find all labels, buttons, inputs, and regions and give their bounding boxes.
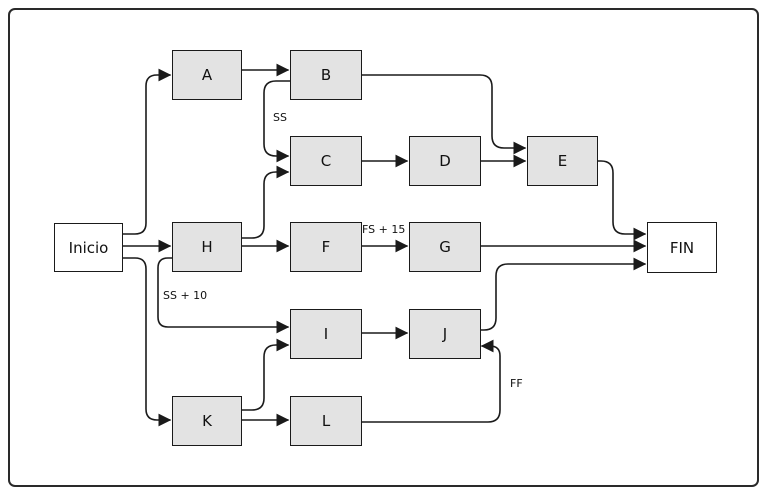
node-h: H: [172, 222, 242, 272]
label-fs-15: FS + 15: [362, 223, 406, 236]
edge-inicio-a: [121, 68, 172, 235]
edge-inicio-k: [121, 257, 172, 427]
node-a: A: [172, 50, 242, 100]
node-d: D: [409, 136, 481, 186]
edge-b-e: [360, 74, 527, 155]
node-f: F: [290, 222, 362, 272]
node-j: J: [409, 309, 481, 359]
edge-l-j-ff: [360, 339, 501, 423]
node-c: C: [290, 136, 362, 186]
edge-h-c: [240, 165, 290, 239]
node-b: B: [290, 50, 362, 100]
node-k: K: [172, 396, 242, 446]
node-l: L: [290, 396, 362, 446]
node-fin: FIN: [647, 222, 717, 273]
edge-e-fin: [596, 160, 647, 241]
label-ss-10: SS + 10: [163, 289, 208, 302]
edge-k-i: [240, 338, 290, 411]
edge-h-i-ss10: [157, 257, 290, 334]
edge-j-fin: [479, 257, 647, 331]
node-e: E: [527, 136, 598, 186]
node-inicio: Inicio: [54, 223, 123, 272]
node-g: G: [409, 222, 481, 272]
label-ff: FF: [510, 377, 523, 390]
label-ss: SS: [273, 111, 287, 124]
node-i: I: [290, 309, 362, 359]
edge-b-c-ss: [263, 80, 291, 163]
